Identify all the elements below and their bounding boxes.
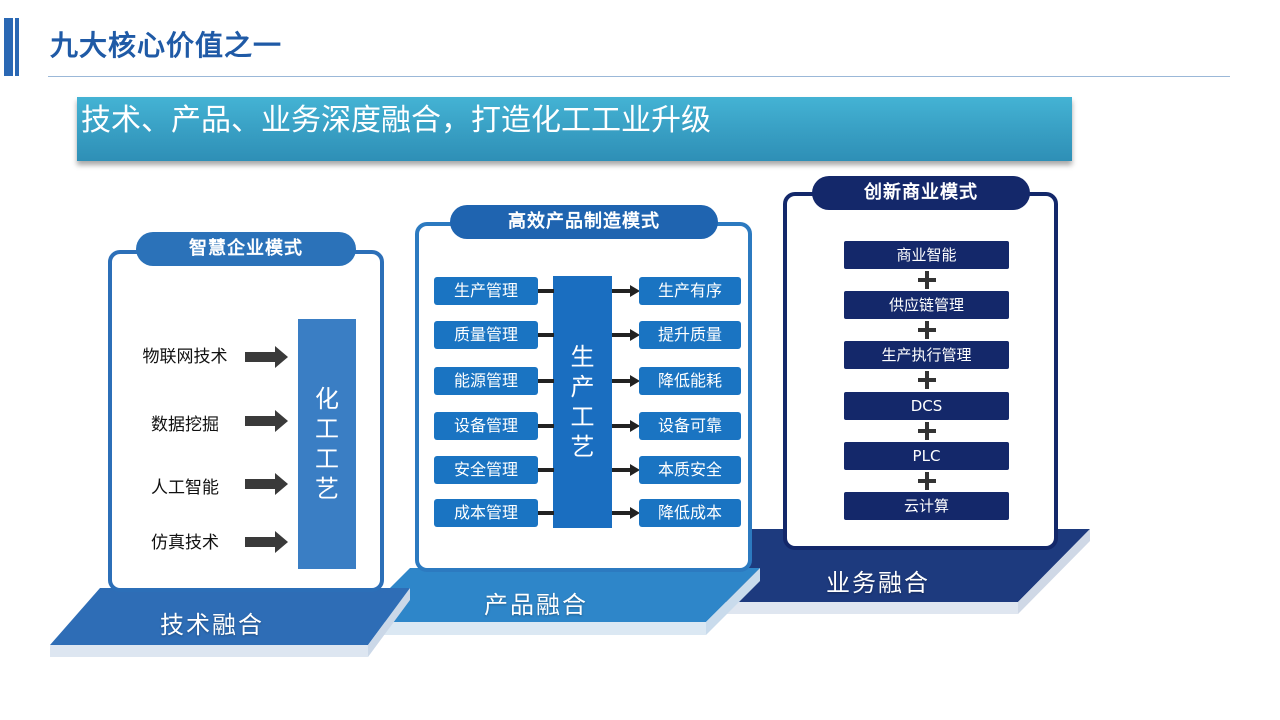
efficient-production-header: 高效产品制造模式 bbox=[450, 205, 718, 239]
page-title: 九大核心价值之一 bbox=[50, 29, 283, 62]
connector-line bbox=[612, 424, 632, 428]
outcome-output: 降低成本 bbox=[639, 499, 741, 527]
right-arrow-icon bbox=[245, 531, 288, 553]
connector-line bbox=[612, 333, 632, 337]
tech-platform-label: 技术融合 bbox=[160, 611, 264, 639]
business-layer-item: 生产执行管理 bbox=[844, 341, 1009, 369]
business-layer-item: 供应链管理 bbox=[844, 291, 1009, 319]
connector-line bbox=[538, 424, 554, 428]
plus-icon bbox=[918, 472, 936, 490]
right-arrow-icon bbox=[245, 410, 288, 432]
arrowhead-icon bbox=[630, 375, 640, 387]
tech-item: 人工智能 bbox=[151, 478, 219, 498]
arrowhead-icon bbox=[630, 329, 640, 341]
tech-item: 物联网技术 bbox=[142, 347, 228, 367]
arrowhead-icon bbox=[630, 420, 640, 432]
arrowhead-icon bbox=[630, 464, 640, 476]
outcome-output: 本质安全 bbox=[639, 456, 741, 484]
connector-line bbox=[538, 333, 554, 337]
outcome-output: 设备可靠 bbox=[639, 412, 741, 440]
business-layer-item: DCS bbox=[844, 392, 1009, 420]
right-arrow-icon bbox=[245, 473, 288, 495]
headline-banner: 技术、产品、业务深度融合，打造化工工业升级 bbox=[77, 97, 1072, 161]
production-process-box: 生产工艺 bbox=[553, 276, 612, 528]
title-accent-bar-thin bbox=[15, 18, 19, 76]
business-layer-item: 商业智能 bbox=[844, 241, 1009, 269]
product-platform bbox=[356, 568, 760, 635]
outcome-output: 生产有序 bbox=[639, 277, 741, 305]
connector-line bbox=[538, 468, 554, 472]
business-layer-item: 云计算 bbox=[844, 492, 1009, 520]
plus-icon bbox=[918, 271, 936, 289]
outcome-output: 提升质量 bbox=[639, 321, 741, 349]
mgmt-input: 质量管理 bbox=[434, 321, 538, 349]
right-arrow-icon bbox=[245, 346, 288, 368]
tech-item: 仿真技术 bbox=[151, 533, 219, 553]
business-layer-item: PLC bbox=[844, 442, 1009, 470]
connector-line bbox=[612, 379, 632, 383]
title-divider bbox=[48, 76, 1230, 77]
business-platform-label: 业务融合 bbox=[826, 569, 930, 597]
tech-item: 数据挖掘 bbox=[151, 415, 219, 435]
plus-icon bbox=[918, 371, 936, 389]
connector-line bbox=[612, 511, 632, 515]
outcome-output: 降低能耗 bbox=[639, 367, 741, 395]
mgmt-input: 成本管理 bbox=[434, 499, 538, 527]
smart-enterprise-header: 智慧企业模式 bbox=[136, 232, 356, 266]
plus-icon bbox=[918, 422, 936, 440]
product-platform-label: 产品融合 bbox=[484, 591, 588, 619]
innovative-business-header: 创新商业模式 bbox=[812, 176, 1030, 210]
mgmt-input: 生产管理 bbox=[434, 277, 538, 305]
connector-line bbox=[538, 379, 554, 383]
arrowhead-icon bbox=[630, 507, 640, 519]
connector-line bbox=[612, 468, 632, 472]
mgmt-input: 能源管理 bbox=[434, 367, 538, 395]
connector-line bbox=[538, 289, 554, 293]
title-accent-bar bbox=[4, 18, 13, 76]
connector-line bbox=[538, 511, 554, 515]
arrowhead-icon bbox=[630, 285, 640, 297]
tech-platform bbox=[50, 588, 410, 657]
plus-icon bbox=[918, 321, 936, 339]
connector-line bbox=[612, 289, 632, 293]
mgmt-input: 设备管理 bbox=[434, 412, 538, 440]
chemical-process-box: 化工工艺 bbox=[298, 319, 356, 569]
mgmt-input: 安全管理 bbox=[434, 456, 538, 484]
